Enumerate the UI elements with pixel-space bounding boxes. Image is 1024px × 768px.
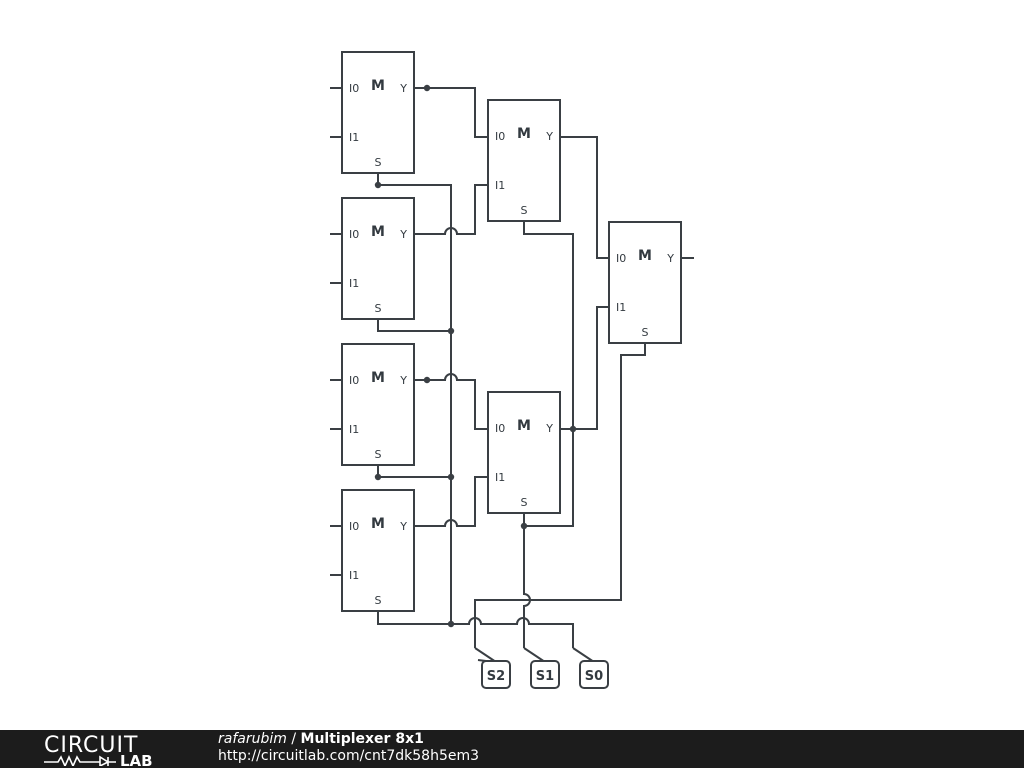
mux-block[interactable]: M I0 I1 Y S [487, 99, 561, 222]
mux-in1-label: I1 [495, 179, 505, 192]
mux-label: M [638, 248, 652, 264]
mux-label: M [517, 418, 531, 434]
mux-out-label: Y [666, 252, 674, 265]
mux-label: M [371, 370, 385, 386]
wires [330, 87, 694, 663]
mux-in1-label: I1 [349, 569, 359, 582]
mux-block[interactable]: M I0 I1 Y S [608, 221, 682, 344]
logo-top-text: CIRCUIT [44, 733, 138, 758]
mux-in0-label: I0 [349, 520, 359, 533]
schematic-canvas: M I0 I1 Y S M I0 I1 Y S M I0 I1 Y S M I0… [330, 51, 694, 689]
mux-label: M [517, 126, 531, 142]
mux-in1-label: I1 [495, 471, 505, 484]
select-pin-label: S2 [487, 669, 505, 684]
author-link[interactable]: rafarubim [218, 731, 287, 747]
mux-out-label: Y [399, 82, 407, 95]
logo-bottom-text: LAB [120, 752, 153, 766]
select-pin-label: S0 [585, 669, 603, 684]
mux-block[interactable]: M I0 I1 Y S [341, 197, 415, 320]
mux-block[interactable]: M I0 I1 Y S [341, 51, 415, 174]
mux-in0-label: I0 [616, 252, 626, 265]
title-separator: / [286, 731, 301, 747]
mux-in1-label: I1 [349, 423, 359, 436]
footer-bar: CIRCUIT LAB rafarubim / Multiplexer 8x1 … [0, 730, 1024, 768]
mux-in0-label: I0 [495, 130, 505, 143]
mux-in0-label: I0 [495, 422, 505, 435]
mux-sel-label: S [521, 204, 528, 217]
select-pin-s2[interactable]: S2 [477, 659, 511, 689]
mux-in1-label: I1 [349, 131, 359, 144]
mux-block[interactable]: M I0 I1 Y S [487, 391, 561, 514]
select-pin-s0[interactable]: S0 [579, 660, 609, 689]
mux-label: M [371, 224, 385, 240]
mux-in0-label: I0 [349, 228, 359, 241]
resistor-diode-icon [44, 755, 116, 766]
mux-out-label: Y [399, 228, 407, 241]
select-pin-label: S1 [536, 669, 554, 684]
wire-junctions [374, 84, 577, 628]
mux-sel-label: S [375, 302, 382, 315]
circuitlab-logo[interactable]: CIRCUIT LAB [44, 732, 176, 766]
mux-sel-label: S [375, 156, 382, 169]
mux-label: M [371, 78, 385, 94]
mux-label: M [371, 516, 385, 532]
circuit-title: Multiplexer 8x1 [300, 731, 424, 747]
mux-sel-label: S [521, 496, 528, 509]
footer-info: rafarubim / Multiplexer 8x1 http://circu… [218, 731, 479, 765]
select-pin-s1[interactable]: S1 [530, 660, 560, 689]
mux-out-label: Y [399, 374, 407, 387]
mux-in0-label: I0 [349, 82, 359, 95]
mux-out-label: Y [545, 130, 553, 143]
mux-block[interactable]: M I0 I1 Y S [341, 489, 415, 612]
circuit-url-link[interactable]: http://circuitlab.com/cnt7dk58h5em3 [218, 748, 480, 764]
mux-sel-label: S [375, 448, 382, 461]
mux-block[interactable]: M I0 I1 Y S [341, 343, 415, 466]
mux-in1-label: I1 [616, 301, 626, 314]
mux-out-label: Y [399, 520, 407, 533]
mux-in0-label: I0 [349, 374, 359, 387]
mux-sel-label: S [642, 326, 649, 339]
mux-out-label: Y [545, 422, 553, 435]
mux-sel-label: S [375, 594, 382, 607]
footer-title-line: rafarubim / Multiplexer 8x1 [218, 731, 479, 748]
mux-in1-label: I1 [349, 277, 359, 290]
